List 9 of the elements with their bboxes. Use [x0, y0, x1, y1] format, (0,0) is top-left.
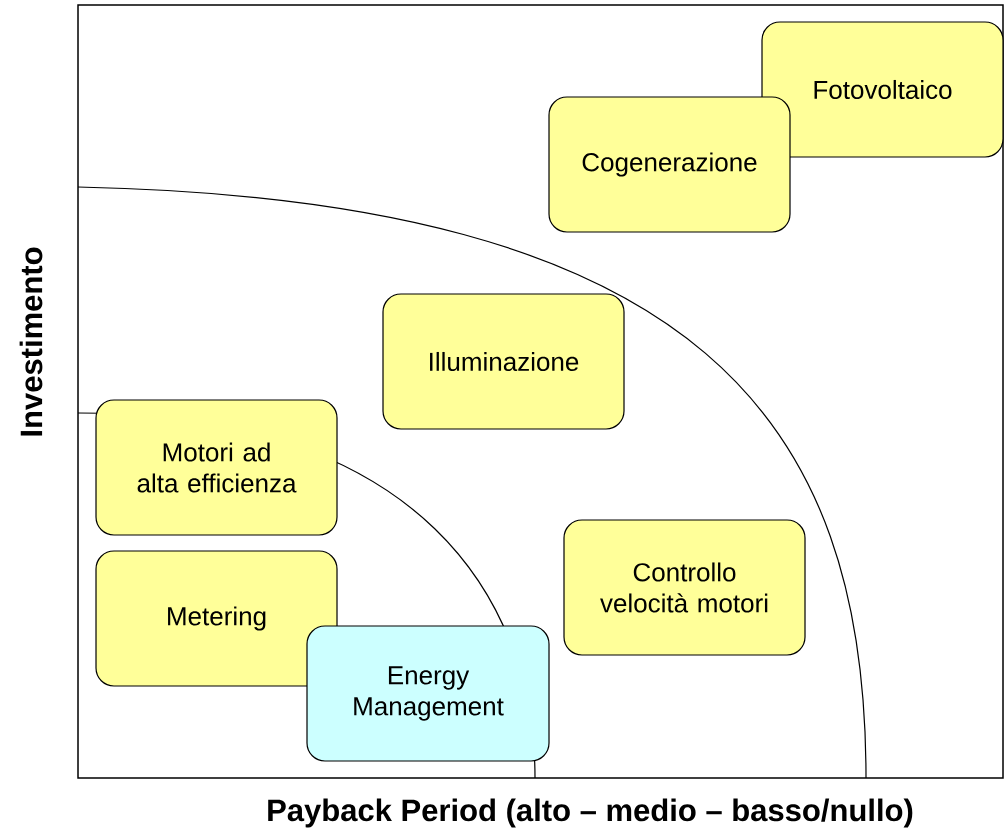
- rounded-box: Fotovoltaico: [761, 21, 1004, 158]
- rounded-box: Controllo velocità motori: [563, 519, 806, 656]
- rounded-box: Metering: [95, 550, 338, 687]
- rounded-box: Energy Management: [306, 625, 550, 762]
- axis-title: Investimento: [19, 247, 43, 436]
- rounded-box: Motori ad alta efficienza: [95, 399, 338, 536]
- axis-title: Payback Period (alto – medio – basso/nullo): [268, 798, 913, 828]
- rounded-box: Illuminazione: [382, 293, 625, 430]
- rounded-box: Cogenerazione: [548, 96, 791, 233]
